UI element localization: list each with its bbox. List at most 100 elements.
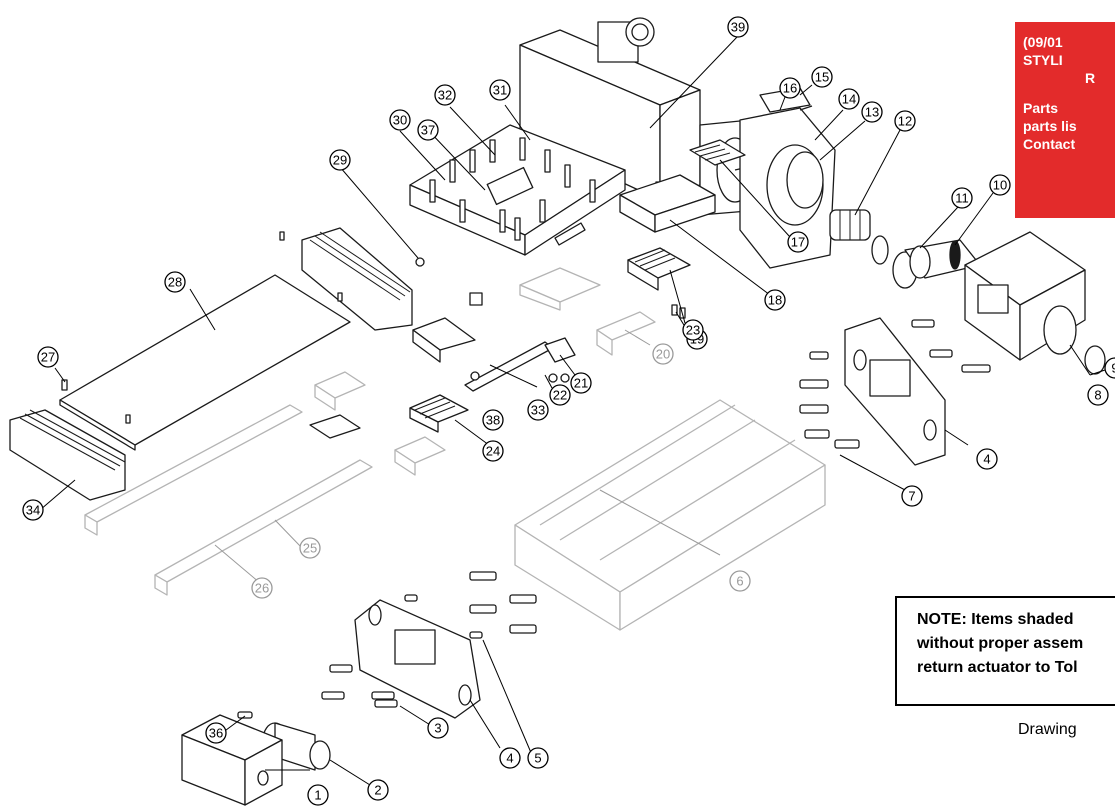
callout-9: 9 xyxy=(1104,357,1115,379)
callout-20: 20 xyxy=(652,343,674,365)
callout-14: 14 xyxy=(838,88,860,110)
svg-text:16: 16 xyxy=(783,81,797,96)
bellows-end-top xyxy=(301,227,413,331)
svg-text:34: 34 xyxy=(26,503,40,518)
callout-10: 10 xyxy=(989,174,1011,196)
coupling-housing xyxy=(739,87,836,269)
callout-4-lower: 4 xyxy=(499,747,521,769)
callout-16: 16 xyxy=(779,77,801,99)
callout-38: 38 xyxy=(482,409,504,431)
callouts: 1 2 3 4 4 5 6 7 8 9 10 11 12 13 14 15 16… xyxy=(22,16,1115,806)
callout-13: 13 xyxy=(861,101,883,123)
svg-text:4: 4 xyxy=(506,751,513,766)
linear-rails xyxy=(84,404,373,596)
callout-1: 1 xyxy=(307,784,329,806)
svg-text:31: 31 xyxy=(493,83,507,98)
revision-line-6: Contact xyxy=(1023,136,1076,152)
svg-text:21: 21 xyxy=(574,376,588,391)
svg-text:29: 29 xyxy=(333,153,347,168)
bearing-shaft xyxy=(904,239,981,279)
callout-8: 8 xyxy=(1087,384,1109,406)
callout-28: 28 xyxy=(164,271,186,293)
svg-text:32: 32 xyxy=(438,88,452,103)
callout-7: 7 xyxy=(901,485,923,507)
callout-18: 18 xyxy=(764,289,786,311)
revision-line-5: parts lis xyxy=(1023,118,1077,134)
callout-37: 37 xyxy=(417,119,439,141)
svg-text:37: 37 xyxy=(421,123,435,138)
svg-text:27: 27 xyxy=(41,350,55,365)
svg-text:33: 33 xyxy=(531,403,545,418)
carriage-plate xyxy=(409,124,626,256)
lower-end-plate xyxy=(321,571,537,719)
bearing-blocks xyxy=(309,247,691,476)
svg-text:10: 10 xyxy=(993,178,1007,193)
svg-text:13: 13 xyxy=(865,105,879,120)
svg-text:38: 38 xyxy=(486,413,500,428)
svg-text:7: 7 xyxy=(908,489,915,504)
callout-3: 3 xyxy=(427,717,449,739)
base-extrusion xyxy=(514,399,826,631)
svg-text:15: 15 xyxy=(815,70,829,85)
callout-26: 26 xyxy=(251,577,273,599)
svg-text:14: 14 xyxy=(842,92,856,107)
coupler xyxy=(829,209,918,289)
bellows-end-bottom xyxy=(9,409,126,501)
callout-30: 30 xyxy=(389,109,411,131)
guide-shaft xyxy=(464,337,576,392)
svg-text:12: 12 xyxy=(898,114,912,129)
svg-text:24: 24 xyxy=(486,444,500,459)
callout-5: 5 xyxy=(527,747,549,769)
callout-22: 22 xyxy=(549,384,571,406)
svg-text:3: 3 xyxy=(434,721,441,736)
svg-text:25: 25 xyxy=(303,541,317,556)
leader-lines xyxy=(39,35,1106,791)
callout-25: 25 xyxy=(299,537,321,559)
drawing-label: Drawing xyxy=(1018,721,1077,738)
callout-11: 11 xyxy=(951,187,973,209)
svg-text:18: 18 xyxy=(768,293,782,308)
motor-cover xyxy=(181,714,283,806)
callout-24: 24 xyxy=(482,440,504,462)
callout-12: 12 xyxy=(894,110,916,132)
svg-text:11: 11 xyxy=(955,191,969,206)
shaded-items-note: NOTE: Items shaded without proper assem … xyxy=(895,596,1115,706)
callout-2: 2 xyxy=(367,779,389,801)
svg-text:8: 8 xyxy=(1094,388,1101,403)
callout-32: 32 xyxy=(434,84,456,106)
sensor-bracket xyxy=(619,139,746,233)
svg-text:20: 20 xyxy=(656,347,670,362)
revision-line-1: (09/01 xyxy=(1023,34,1063,50)
note-line-2: without proper assem xyxy=(917,635,1084,652)
svg-text:22: 22 xyxy=(553,388,567,403)
svg-text:2: 2 xyxy=(374,783,381,798)
svg-text:23: 23 xyxy=(686,323,700,338)
callout-31: 31 xyxy=(489,79,511,101)
svg-text:9: 9 xyxy=(1111,361,1115,376)
revision-line-4: Parts xyxy=(1023,100,1059,116)
svg-text:30: 30 xyxy=(393,113,407,128)
svg-text:36: 36 xyxy=(209,726,223,741)
svg-text:1: 1 xyxy=(314,788,321,803)
svg-text:28: 28 xyxy=(168,275,182,290)
cover-plate xyxy=(59,274,351,451)
callout-23: 23 xyxy=(682,319,704,341)
callout-4-upper: 4 xyxy=(976,448,998,470)
svg-text:17: 17 xyxy=(791,235,805,250)
svg-text:4: 4 xyxy=(983,452,990,467)
end-block xyxy=(964,231,1106,375)
callout-36: 36 xyxy=(205,722,227,744)
svg-text:39: 39 xyxy=(731,20,745,35)
svg-text:5: 5 xyxy=(534,751,541,766)
note-line-3: return actuator to Tol xyxy=(917,659,1078,676)
upper-end-plate xyxy=(799,317,991,466)
revision-line-3: R xyxy=(1085,70,1096,86)
svg-text:6: 6 xyxy=(736,574,743,589)
callout-29: 29 xyxy=(329,149,351,171)
callout-39: 39 xyxy=(727,16,749,38)
callout-27: 27 xyxy=(37,346,59,368)
note-line-1: NOTE: Items shaded xyxy=(917,611,1074,628)
callout-6: 6 xyxy=(729,570,751,592)
callout-15: 15 xyxy=(811,66,833,88)
